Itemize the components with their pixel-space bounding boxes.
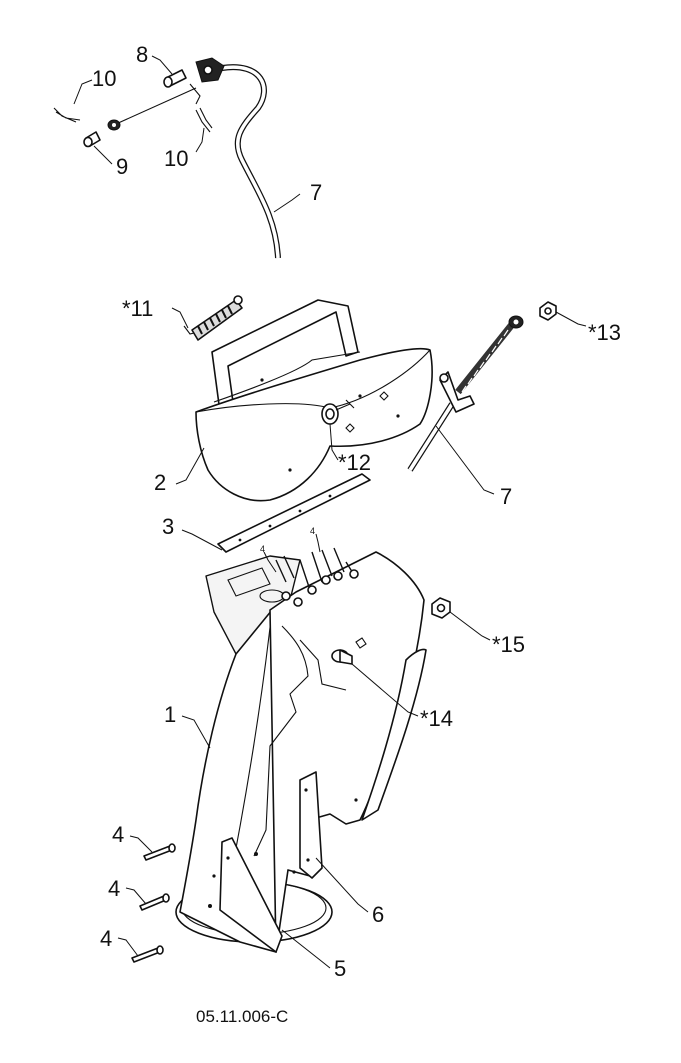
callout-4c: 4 bbox=[100, 926, 112, 951]
callout-4a: 4 bbox=[112, 822, 124, 847]
callout-labels: 10 8 9 10 7 *11 *13 2 *12 7 3 *15 1 *14 … bbox=[92, 42, 621, 1026]
callout-10-left: 10 bbox=[92, 66, 116, 91]
bolt-14 bbox=[331, 649, 353, 665]
deflector-top bbox=[213, 351, 361, 403]
chute-1 bbox=[175, 551, 427, 953]
spring-11 bbox=[183, 295, 243, 341]
rivet-4c bbox=[131, 945, 164, 963]
rivet-4a bbox=[143, 843, 176, 861]
cable-7-right bbox=[407, 315, 524, 472]
callout-2: 2 bbox=[154, 470, 166, 495]
callout-14: *14 bbox=[420, 706, 453, 731]
callout-9: 9 bbox=[116, 154, 128, 179]
callout-10-middle: 10 bbox=[164, 146, 188, 171]
rod bbox=[115, 87, 197, 125]
rivet-4b bbox=[139, 893, 170, 911]
cable-7-top bbox=[221, 64, 281, 259]
callout-12: *12 bbox=[338, 450, 371, 475]
leader-lines bbox=[73, 55, 587, 969]
callout-13: *13 bbox=[588, 320, 621, 345]
cable-assembly bbox=[53, 57, 281, 259]
callout-3: 3 bbox=[162, 514, 174, 539]
plate-6 bbox=[299, 771, 323, 879]
cotter-pin-10-middle bbox=[195, 107, 213, 133]
callout-4b: 4 bbox=[108, 876, 120, 901]
cotter-pin-10-left bbox=[53, 107, 81, 123]
cable-end-eye bbox=[203, 65, 213, 75]
callout-11: *11 bbox=[122, 296, 153, 321]
cable-7-top-inner bbox=[221, 65, 280, 259]
bushing-9 bbox=[83, 131, 101, 148]
chain-link bbox=[189, 83, 201, 105]
chute-right-flange bbox=[361, 648, 427, 821]
callout-7-right: 7 bbox=[500, 484, 512, 509]
pivot-boss-12-inner bbox=[325, 408, 335, 420]
deflector-2 bbox=[195, 299, 433, 502]
drawing-number: 05.11.006-C bbox=[196, 1007, 288, 1026]
small-label-4-right: 4 bbox=[310, 526, 315, 536]
callout-5: 5 bbox=[334, 956, 346, 981]
callout-6: 6 bbox=[372, 902, 384, 927]
nut-13 bbox=[539, 301, 557, 321]
small-label-4-left: 4 bbox=[260, 544, 265, 554]
callout-7-top: 7 bbox=[310, 180, 322, 205]
pin-8 bbox=[163, 69, 187, 88]
callout-8: 8 bbox=[136, 42, 148, 67]
callout-15: *15 bbox=[492, 632, 525, 657]
rivet-group-top bbox=[275, 547, 359, 607]
rod-eye-fitting bbox=[107, 119, 121, 131]
deflector-body bbox=[195, 347, 433, 502]
strip-3 bbox=[217, 473, 371, 553]
plate-5 bbox=[219, 837, 283, 953]
nut-15 bbox=[431, 597, 451, 619]
chute-left-wall bbox=[179, 609, 277, 953]
callout-1: 1 bbox=[164, 702, 176, 727]
